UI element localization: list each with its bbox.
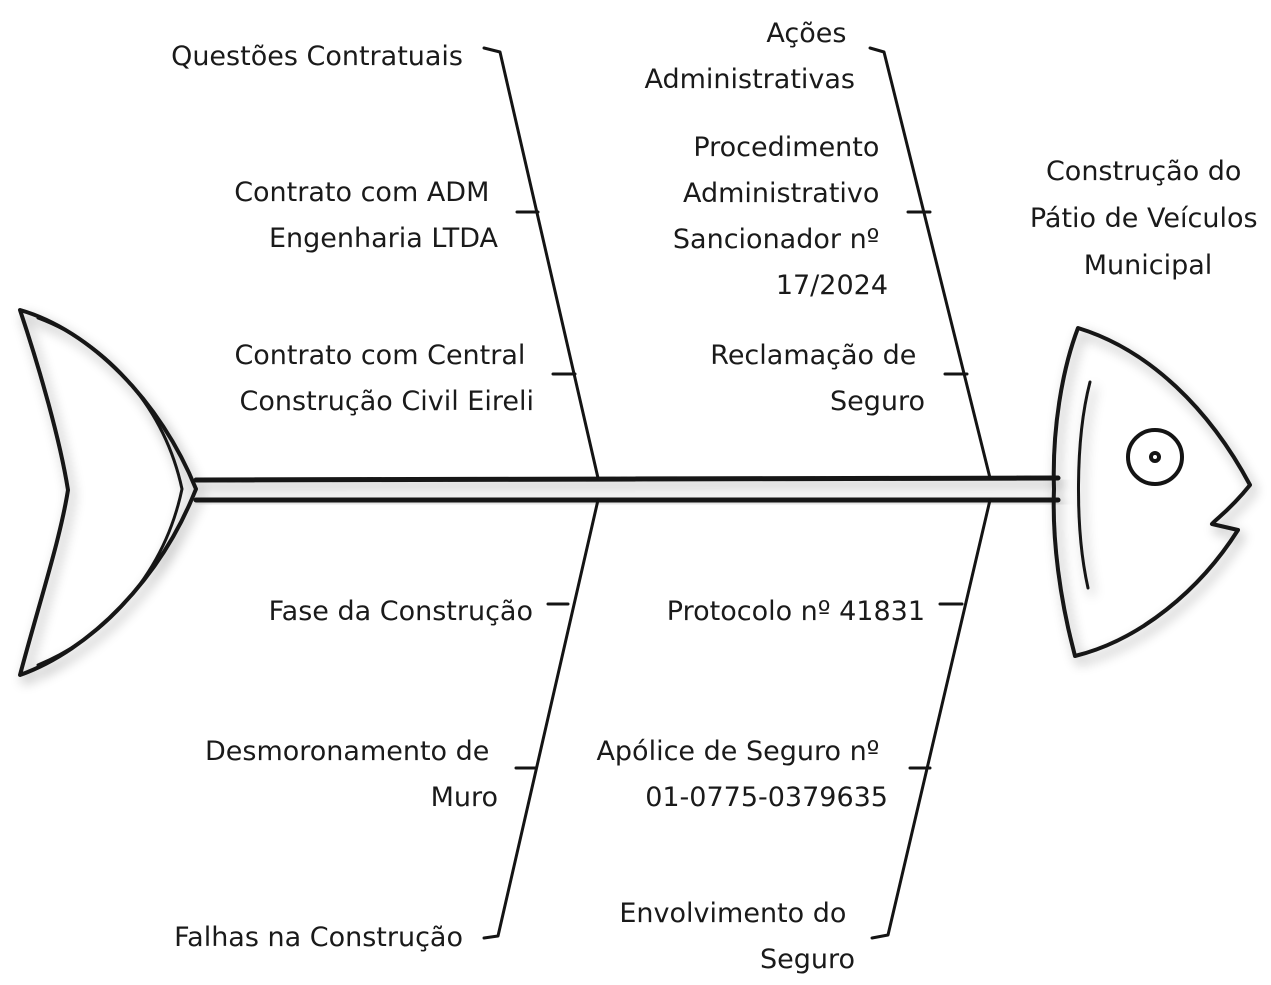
- cause-label: Procedimento Administrativo Sancionador …: [673, 132, 888, 301]
- effect-title: Construção do Pátio de Veículos Municipa…: [1030, 156, 1266, 281]
- cause-label: Contrato com ADM Engenharia LTDA: [234, 177, 498, 254]
- category-label: Ações Administrativas: [644, 18, 855, 95]
- effect-line: Municipal: [1084, 250, 1213, 281]
- effect-line: Pátio de Veículos: [1030, 203, 1258, 234]
- cause-label: Contrato com Central Construção Civil Ei…: [234, 340, 534, 417]
- cause-label: Protocolo nº 41831: [667, 596, 925, 627]
- category-label: Questões Contratuais: [171, 41, 463, 72]
- fish-tail: [18, 308, 198, 677]
- bone-envolvimento-do-seguro: [870, 498, 992, 940]
- bone-acoes-administrativas: [868, 46, 992, 480]
- fish-head: [1051, 326, 1252, 658]
- cause-label: Reclamação de Seguro: [710, 340, 925, 417]
- bone-falhas-na-construcao: [482, 498, 600, 940]
- category-label: Envolvimento do Seguro: [619, 898, 855, 975]
- cause-label: Desmoronamento de Muro: [205, 736, 498, 813]
- branch-bones: [482, 46, 992, 940]
- fish-spine: [193, 475, 1061, 503]
- category-label: Falhas na Construção: [174, 922, 463, 953]
- cause-label: Apólice de Seguro nº 01-0775-0379635: [596, 736, 888, 813]
- bone-questoes-contratuais: [482, 46, 600, 480]
- fish-eye: [1126, 428, 1184, 486]
- effect-line: Construção do: [1046, 156, 1242, 187]
- cause-label: Fase da Construção: [269, 596, 533, 627]
